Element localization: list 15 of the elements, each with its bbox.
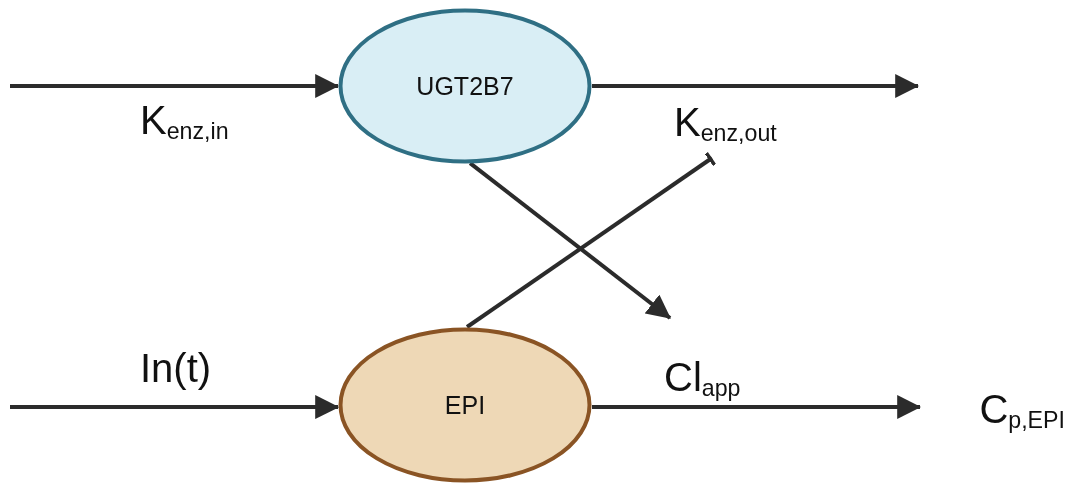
- node-label: EPI: [444, 390, 486, 420]
- ellipse-node: [338, 8, 592, 164]
- arrow: [10, 395, 340, 420]
- edge-label: In(t): [140, 348, 212, 388]
- arrow: [592, 395, 922, 419]
- ellipse-node: [338, 327, 592, 483]
- inhibition-line: [465, 152, 717, 329]
- variable-label: K$_{enz,out}$: [674, 102, 777, 145]
- variable-label: Cl$_{app}$: [664, 357, 741, 400]
- arrow: [10, 74, 340, 98]
- arrow: [592, 74, 920, 98]
- node-label: UGT2B7: [416, 71, 514, 101]
- edge-label: K$_{enz,in}$: [140, 100, 229, 143]
- arrow: [468, 161, 672, 320]
- variable-label: C$_{p,EPI}$: [979, 388, 1065, 432]
